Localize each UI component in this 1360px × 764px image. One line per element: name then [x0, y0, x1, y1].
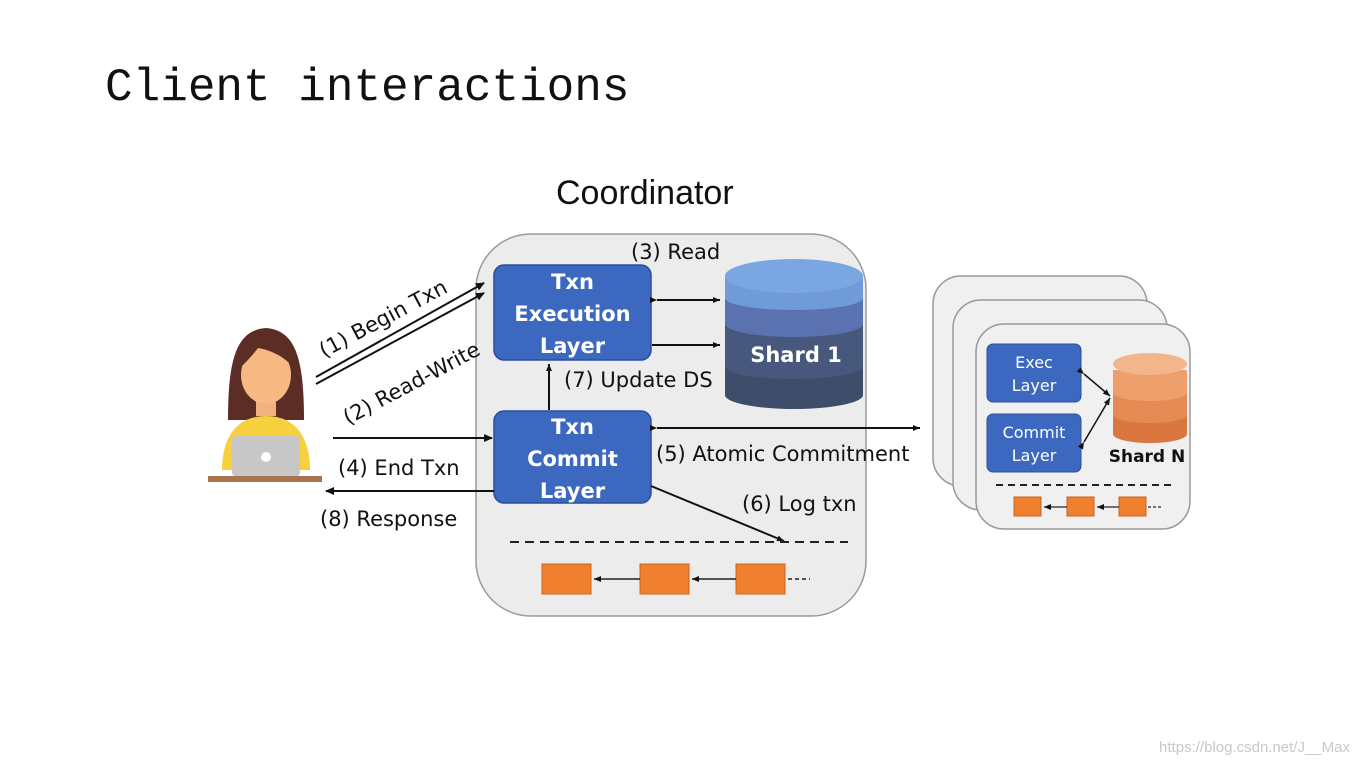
txn-commit-layer: Txn Commit Layer [493, 410, 652, 504]
log-block [541, 563, 592, 595]
remote-commit-layer: Commit Layer [986, 413, 1082, 473]
remote-log-block [1066, 496, 1095, 517]
shard-1-label: Shard 1 [750, 343, 842, 367]
shard-n-database-icon [1113, 353, 1187, 443]
log-block [639, 563, 690, 595]
log-block [735, 563, 786, 595]
remote-log-block [1118, 496, 1147, 517]
remote-commit-line2: Layer [1012, 446, 1057, 465]
remote-exec-line1: Exec [1015, 353, 1053, 372]
remote-log-block [1013, 496, 1042, 517]
txn-execution-layer: Txn Execution Layer [493, 264, 652, 361]
arrow-read-write [315, 292, 485, 385]
label-read: (3) Read [631, 240, 720, 264]
remote-exec-line2: Layer [1012, 376, 1057, 395]
label-begin-txn: (1) Begin Txn [315, 275, 451, 363]
coordinator-title: Coordinator [556, 174, 734, 212]
client-person-icon [208, 328, 322, 482]
commit-layer-line1: Txn [551, 415, 594, 439]
arrow-log-txn [650, 485, 785, 542]
slide-title: Client interactions [105, 62, 630, 114]
label-atomic-commitment: (5) Atomic Commitment [656, 442, 909, 466]
exec-layer-line3: Layer [540, 334, 606, 358]
arrow-remote-commit-shard [1077, 397, 1111, 450]
remote-exec-layer: Exec Layer [986, 343, 1082, 403]
remote-commit-line1: Commit [1003, 423, 1066, 442]
commit-layer-line3: Layer [540, 479, 606, 503]
commit-layer-line2: Commit [527, 447, 618, 471]
label-response: (8) Response [320, 507, 457, 531]
exec-layer-line2: Execution [514, 302, 630, 326]
arrow-remote-exec-shard [1076, 367, 1111, 397]
shard-1-database-icon: Shard 1 [725, 259, 863, 409]
shard-n-label: Shard N [1109, 447, 1186, 467]
label-log-txn: (6) Log txn [742, 492, 857, 516]
arrow-begin-txn [315, 282, 485, 378]
label-end-txn: (4) End Txn [338, 456, 460, 480]
exec-layer-line1: Txn [551, 270, 594, 294]
label-update-ds: (7) Update DS [564, 368, 713, 392]
watermark: https://blog.csdn.net/J__Max [1159, 739, 1350, 756]
